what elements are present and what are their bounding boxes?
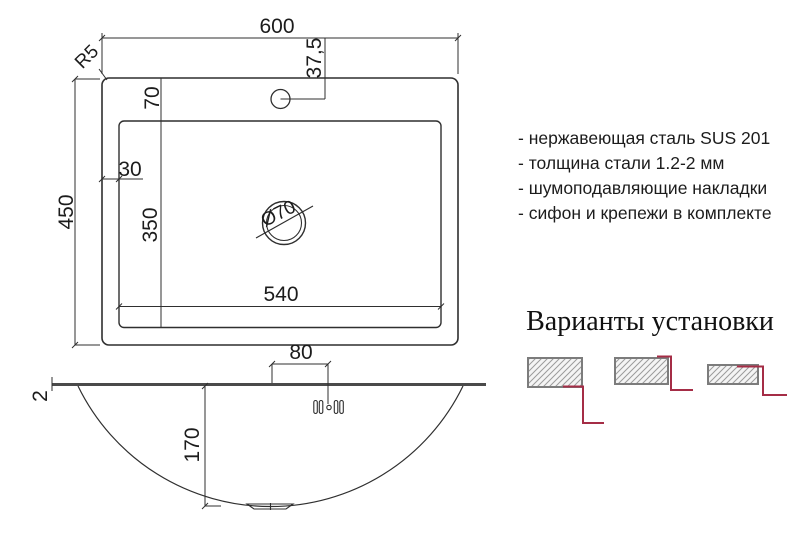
dim-bowl-width-label: 540 <box>263 283 298 306</box>
installation-variants <box>527 355 787 424</box>
dim-width-label: 600 <box>259 15 294 38</box>
dim-drain-diameter-label: Ø70 <box>258 197 300 232</box>
drain-trap <box>245 503 295 510</box>
countertop-section <box>527 357 583 388</box>
dim-bowl-depth-label: 350 <box>139 207 162 242</box>
sink-profile-line <box>737 365 787 396</box>
variant-overmount <box>707 364 787 396</box>
mounting-slots <box>313 399 344 415</box>
spec-list: - нержавеющая сталь SUS 201 - толщина ст… <box>518 126 772 226</box>
spec-item-thickness: - толщина стали 1.2-2 мм <box>518 153 725 173</box>
dimension-lines <box>71 33 462 349</box>
installation-title: Варианты установки <box>526 306 774 337</box>
faucet-dimension-lines <box>268 360 332 404</box>
spec-item-kit: - сифон и крепежи в комплекте <box>518 203 772 223</box>
bowl-outline <box>118 120 442 329</box>
dim-margin-label: 30 <box>118 158 141 181</box>
dim-depth-label: 170 <box>181 427 204 462</box>
variant-flush-mount <box>614 355 693 391</box>
countertop-section <box>707 364 759 385</box>
depth-dimension-lines <box>201 382 221 510</box>
sink-profile-line <box>657 355 693 391</box>
drain <box>255 200 314 246</box>
spec-item-material: - нержавеющая сталь SUS 201 <box>518 128 771 148</box>
dim-thickness-label: 2 <box>29 390 52 402</box>
variant-undermount <box>527 357 604 424</box>
dim-height-label: 450 <box>55 194 78 229</box>
bowl-section-arc <box>77 385 464 508</box>
side-view <box>51 360 486 510</box>
sink-profile-line <box>563 385 604 424</box>
dim-faucet-offset-label: 37,5 <box>303 38 326 79</box>
countertop-section <box>614 357 669 385</box>
spec-item-pads: - шумоподавляющие накладки <box>518 178 768 198</box>
dim-deck-label: 70 <box>141 86 164 109</box>
dim-corner-radius-label: R5 <box>71 41 103 73</box>
sink-outline <box>101 77 459 346</box>
top-view <box>71 33 462 349</box>
dim-faucet-distance-label: 80 <box>289 341 312 364</box>
faucet-hole <box>270 88 291 110</box>
